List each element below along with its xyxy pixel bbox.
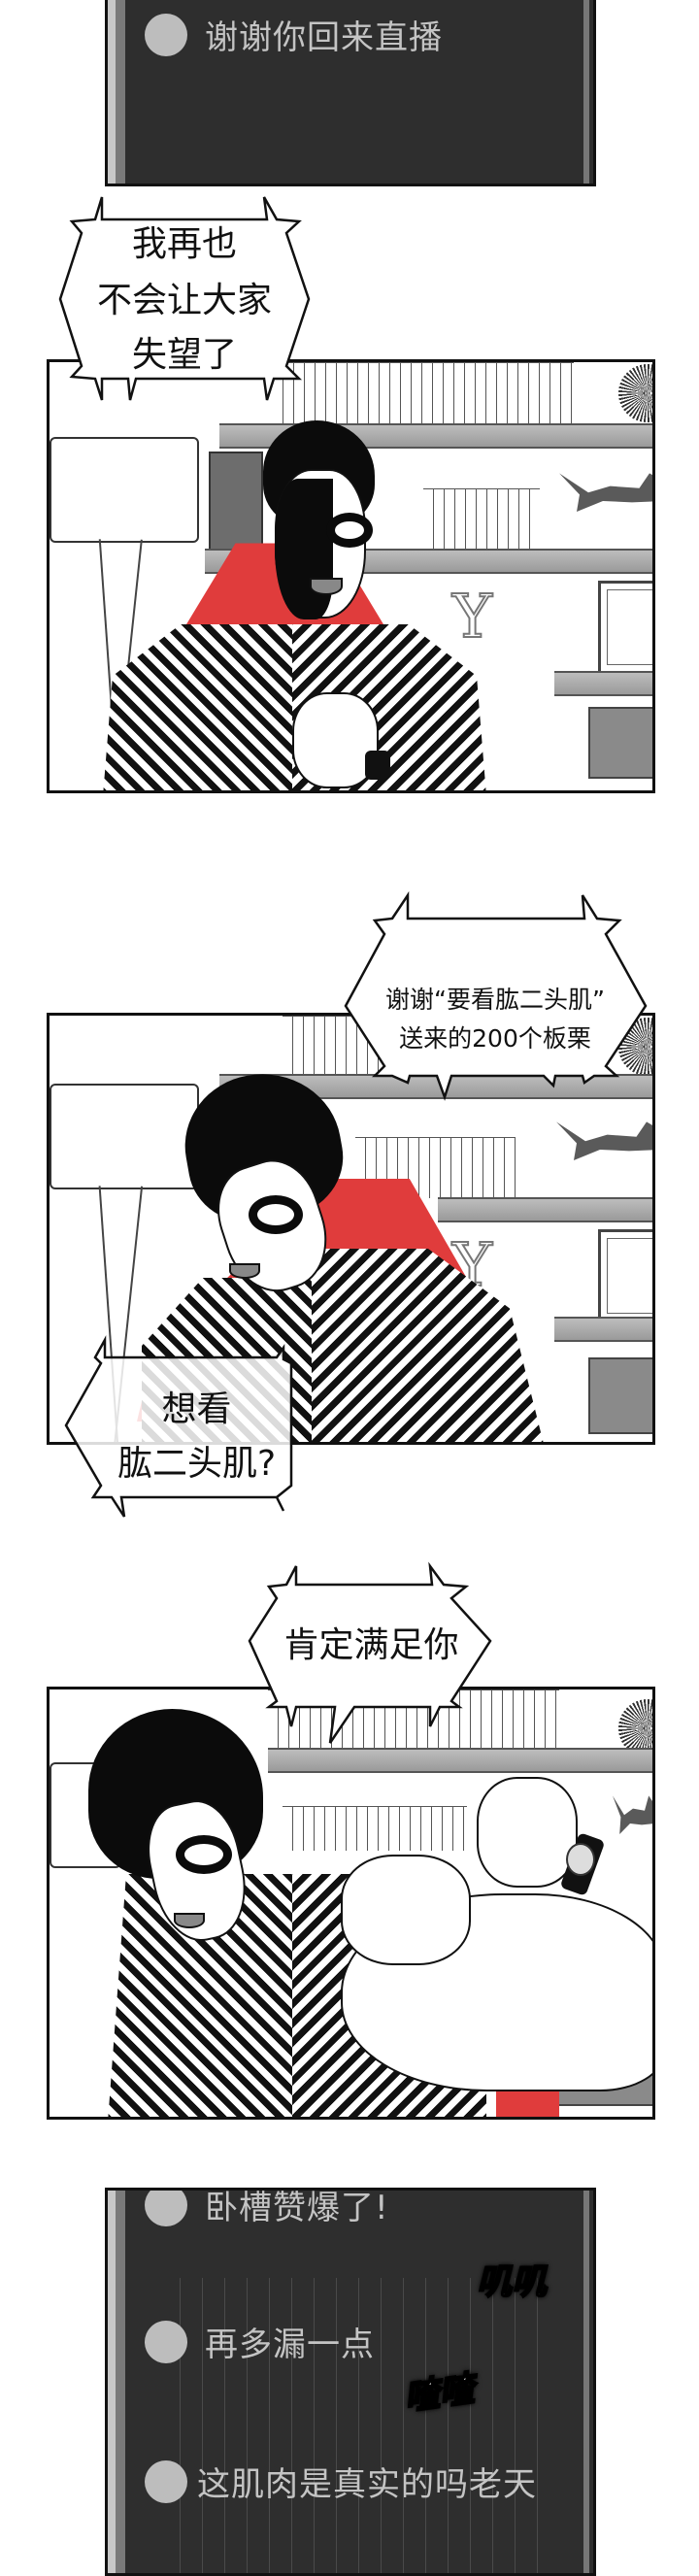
sound-effect-text: 叽叽 bbox=[476, 2261, 548, 2303]
mask-eye bbox=[326, 513, 373, 548]
mask-eye bbox=[249, 1195, 303, 1234]
decor-letter: Y bbox=[451, 580, 493, 652]
storage-box bbox=[588, 1357, 652, 1434]
screen-edge bbox=[116, 2191, 125, 2573]
clasped-hands bbox=[292, 692, 379, 788]
speech-line: 失望了 bbox=[131, 335, 237, 375]
speech-bubble-3: 想看 肱二头肌? bbox=[58, 1335, 296, 1529]
comic-panel-1: Y bbox=[47, 359, 655, 793]
screen-edge bbox=[583, 2191, 589, 2573]
speech-line: 我再也 bbox=[131, 224, 237, 264]
picture-frame bbox=[598, 1229, 652, 1322]
screen-edge bbox=[108, 0, 116, 184]
bubble-shape bbox=[58, 196, 311, 401]
herringbone-shirt-right bbox=[312, 1249, 545, 1442]
binder bbox=[209, 452, 263, 552]
chat-message-text: 卧槽赞爆了! bbox=[205, 2189, 389, 2227]
face-mask bbox=[275, 479, 333, 619]
screen-edge bbox=[108, 2191, 116, 2573]
bubble-shape bbox=[64, 1335, 293, 1518]
shark-figurine bbox=[613, 1795, 652, 1834]
chat-message: 卧槽赞爆了! bbox=[145, 2189, 389, 2228]
chat-message: 这肌肉是真实的吗老天 bbox=[145, 2458, 537, 2505]
fist bbox=[477, 1777, 578, 1888]
speech-line: 送来的200个板栗 bbox=[399, 1024, 591, 1053]
character-mouth bbox=[229, 1263, 260, 1279]
mask-eye bbox=[176, 1835, 232, 1874]
chat-message-text: 这肌肉是真实的吗老天 bbox=[197, 2465, 537, 2504]
avatar-icon bbox=[145, 2320, 187, 2363]
lamp-shade bbox=[50, 437, 199, 543]
live-chat-screen-top: 谢谢你回来直播 bbox=[105, 0, 596, 186]
avatar-icon bbox=[145, 2191, 187, 2226]
bubble-shape bbox=[344, 890, 648, 1101]
chat-message-text: 谢谢你回来直播 bbox=[205, 18, 443, 57]
picture-frame bbox=[598, 581, 652, 674]
chat-message: 再多漏一点 bbox=[145, 2318, 375, 2365]
hand-on-shoulder bbox=[341, 1855, 471, 1965]
shark-figurine bbox=[556, 1121, 652, 1160]
avatar-icon bbox=[145, 13, 187, 56]
storage-box bbox=[588, 707, 652, 779]
chat-message: 谢谢你回来直播 bbox=[145, 11, 443, 58]
speech-line: 想看 bbox=[161, 1389, 232, 1429]
lamp-shade bbox=[50, 1084, 199, 1189]
speech-line: 肯定满足你 bbox=[283, 1625, 459, 1665]
herringbone-shirt-left bbox=[103, 624, 297, 790]
desk-fan bbox=[618, 364, 652, 422]
shelf bbox=[554, 1317, 652, 1342]
chat-message-text: 再多漏一点 bbox=[205, 2325, 375, 2364]
shelf bbox=[268, 1748, 652, 1773]
speech-bubble-1: 我再也 不会让大家 失望了 bbox=[58, 194, 311, 403]
comic-panel-3 bbox=[47, 1687, 655, 2120]
shelf bbox=[438, 1197, 652, 1222]
screen-edge bbox=[116, 0, 125, 184]
bubble-shape bbox=[248, 1561, 492, 1744]
bookshelf-books bbox=[283, 1806, 467, 1851]
bookshelf-books bbox=[423, 488, 540, 550]
watch-face bbox=[566, 1843, 595, 1876]
sound-effect-text: 喳喳 bbox=[401, 2368, 478, 2420]
live-chat-screen-bottom: 卧槽赞爆了! 再多漏一点 这肌肉是真实的吗老天 叽叽 喳喳 bbox=[105, 2188, 596, 2576]
speech-line: 谢谢“要看肱二头肌” bbox=[385, 986, 605, 1014]
shelf bbox=[554, 671, 652, 696]
speech-bubble-2: 谢谢“要看肱二头肌” 送来的200个板栗 bbox=[340, 890, 650, 1101]
speech-line: 肱二头肌? bbox=[116, 1444, 277, 1484]
screen-edge bbox=[583, 0, 589, 184]
shark-figurine bbox=[559, 473, 652, 512]
character-mouth bbox=[310, 578, 343, 595]
character-mouth bbox=[174, 1913, 205, 1928]
avatar-icon bbox=[145, 2459, 187, 2503]
motion-streaks bbox=[166, 2278, 554, 2573]
wristwatch bbox=[365, 751, 390, 780]
speech-line: 不会让大家 bbox=[96, 281, 272, 320]
speech-bubble-4: 肯定满足你 bbox=[248, 1561, 495, 1744]
